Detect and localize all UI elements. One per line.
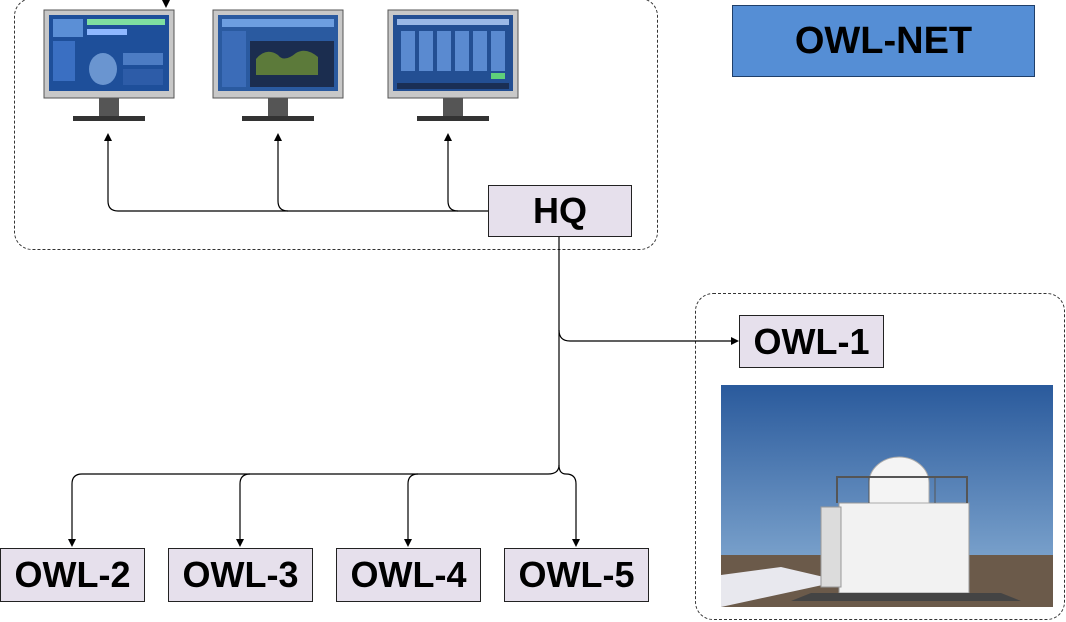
owl1-node: OWL-1 xyxy=(739,315,884,368)
owl3-label: OWL-3 xyxy=(182,554,299,595)
owl3-node: OWL-3 xyxy=(168,548,313,602)
owl4-label: OWL-4 xyxy=(350,554,467,595)
link-owl3 xyxy=(236,473,251,547)
monitor-icon xyxy=(387,9,519,121)
hq-node: HQ xyxy=(488,185,632,237)
owl5-node: OWL-5 xyxy=(504,548,649,602)
link-hq-owl1 xyxy=(558,329,739,345)
link-bus xyxy=(68,464,560,547)
hq-group-box xyxy=(14,0,658,250)
title-text: OWL-NET xyxy=(794,19,973,62)
owl4-node: OWL-4 xyxy=(336,548,481,602)
owl5-label: OWL-5 xyxy=(518,554,635,595)
link-owl4 xyxy=(404,473,419,547)
link-owl5 xyxy=(558,464,580,547)
owl2-node: OWL-2 xyxy=(0,548,145,602)
owl1-label: OWL-1 xyxy=(753,320,870,362)
monitor-icon xyxy=(212,9,344,121)
link-hq-monitor-2 xyxy=(274,133,289,212)
link-hq-monitor-3 xyxy=(444,133,459,212)
owl2-label: OWL-2 xyxy=(14,554,131,595)
title-box: OWL-NET xyxy=(732,5,1035,77)
owl1-group-box xyxy=(695,293,1065,620)
hq-label: HQ xyxy=(533,190,587,231)
link-hq-monitor-1 xyxy=(104,133,488,212)
monitor-icon xyxy=(43,9,175,121)
observatory-photo xyxy=(721,385,1053,607)
